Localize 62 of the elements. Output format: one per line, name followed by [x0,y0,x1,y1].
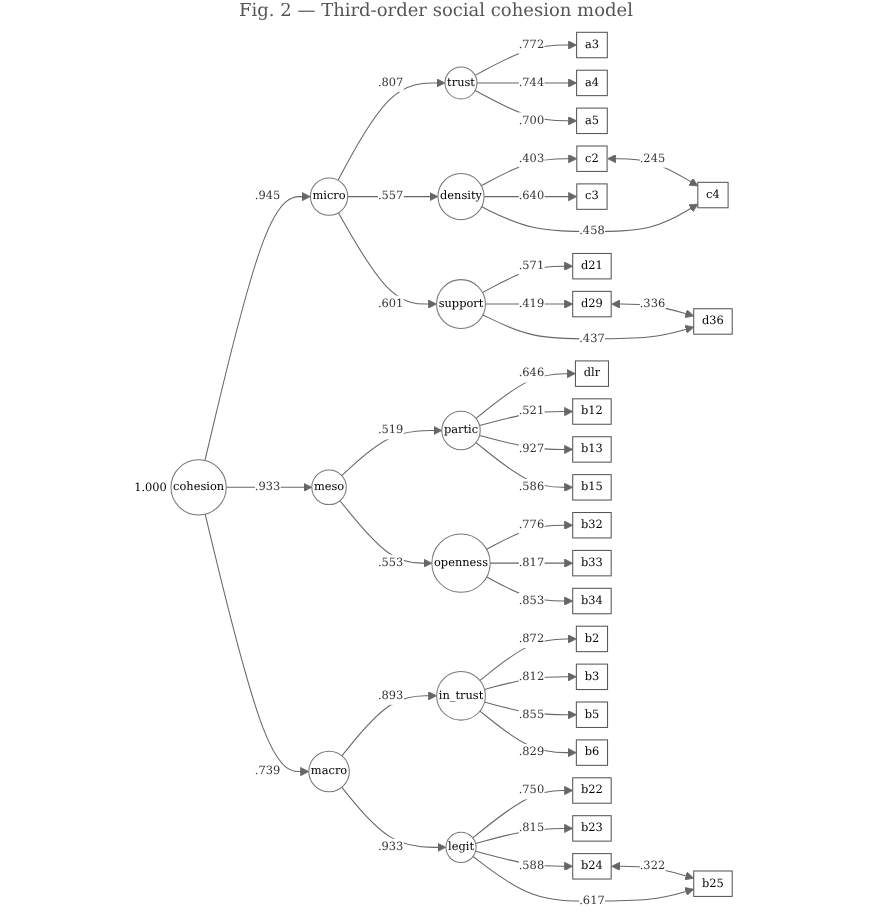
node-box [572,398,613,425]
node-box [572,549,613,577]
node-box [698,181,730,209]
arrow [226,482,313,492]
arrow [476,369,577,419]
arrow [472,785,574,839]
arrow [484,672,578,690]
node-box [572,436,613,463]
node-circle [312,469,348,506]
node-box [693,870,734,897]
arrow [482,261,574,293]
node-box [575,360,610,387]
figure-title: Fig. 2 — Third-order social cohesion model [237,0,635,24]
arrow [490,558,574,568]
node-circle [309,750,351,793]
node-box [572,853,613,880]
arrow [475,90,578,126]
node-box [572,252,613,280]
node-box [577,145,609,172]
node-circle [442,410,482,451]
arrow [475,40,578,76]
arrow [205,513,310,777]
arrow [483,314,695,340]
node-circle [436,279,487,330]
arrow [338,212,438,309]
arrow [480,634,578,681]
node-box [572,777,613,804]
node-circle [438,173,486,221]
arrow [481,203,699,232]
node-box [572,474,613,501]
arrow [342,691,438,757]
node-box [577,183,609,210]
arrow [342,786,448,852]
node-box [576,107,609,135]
node-box [576,625,609,653]
node-box [693,308,734,335]
node-box [572,290,613,318]
arrow [348,192,440,202]
node-circle [310,177,349,216]
node-box [572,587,613,615]
node-circle [446,831,478,863]
arrow [480,710,578,758]
node-circle [445,66,479,100]
node-box [576,739,609,766]
node-circle [436,670,487,721]
node-circle [432,533,492,593]
node-box [572,512,613,539]
node-box [572,815,613,842]
arrow [340,500,434,568]
node-circle [171,459,228,516]
arrow [607,154,699,187]
arrow [341,425,443,477]
node-box [576,663,609,691]
arrow [476,442,574,492]
arrow [338,78,447,181]
arrow [205,192,312,461]
node-box [576,69,609,97]
arrow [479,434,574,454]
arrow [475,823,574,844]
node-box [576,31,609,59]
arrow [486,520,574,550]
node-box [576,701,609,728]
